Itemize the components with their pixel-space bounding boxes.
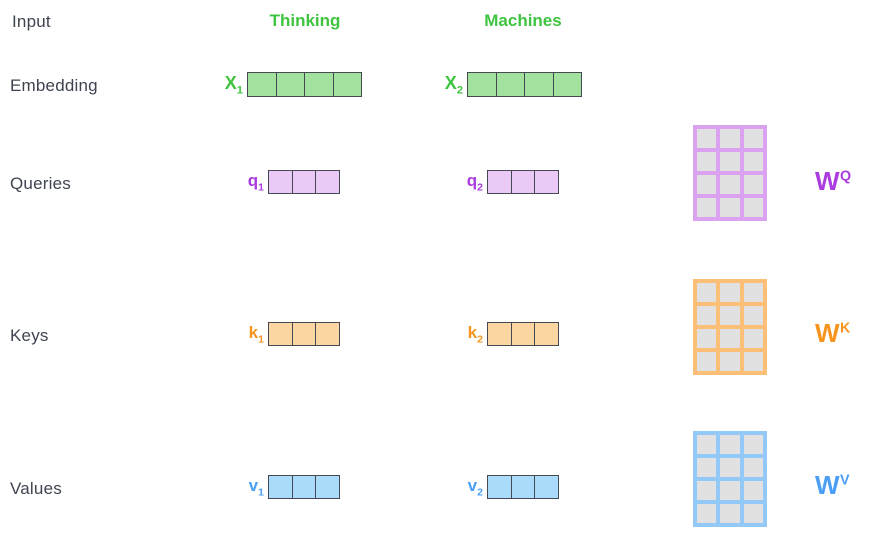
matrix-cell bbox=[743, 198, 763, 217]
weight-label-v: WV bbox=[815, 470, 851, 500]
vector-cell bbox=[535, 476, 558, 498]
matrix-cell bbox=[720, 175, 740, 194]
weight-label-q: WQ bbox=[815, 166, 852, 196]
matrix-cell bbox=[697, 458, 717, 477]
vector-k1-label: k1 bbox=[248, 322, 264, 346]
vector-cell bbox=[468, 73, 497, 96]
matrix-cell bbox=[697, 152, 717, 171]
matrix-cell bbox=[697, 129, 717, 148]
token-header-thinking: Thinking bbox=[269, 11, 341, 30]
vector-q2: q2 bbox=[437, 170, 559, 194]
weight-matrix-v bbox=[693, 431, 767, 527]
vector-cell bbox=[488, 476, 512, 498]
vector-v1: v1 bbox=[218, 475, 340, 499]
matrix-cell bbox=[720, 283, 740, 302]
row-label-embedding: Embedding bbox=[10, 76, 98, 95]
vector-cell bbox=[535, 323, 558, 345]
vector-x1-label: X1 bbox=[224, 72, 243, 97]
vector-k2-box bbox=[487, 322, 559, 346]
matrix-cell bbox=[743, 504, 763, 523]
vector-cell bbox=[511, 476, 535, 498]
row-label-queries: Queries bbox=[10, 174, 71, 193]
matrix-cell bbox=[697, 329, 717, 348]
vector-cell bbox=[269, 476, 293, 498]
matrix-cell bbox=[743, 435, 763, 454]
vector-cell bbox=[269, 323, 293, 345]
row-label-values: Values bbox=[10, 479, 62, 498]
matrix-cell bbox=[697, 481, 717, 500]
vector-cell bbox=[511, 323, 535, 345]
weight-matrix-k bbox=[693, 279, 767, 375]
weight-matrix-q bbox=[693, 125, 767, 221]
matrix-cell bbox=[743, 283, 763, 302]
matrix-cell bbox=[743, 175, 763, 194]
vector-k2: k2 bbox=[437, 322, 559, 346]
matrix-cell bbox=[720, 306, 740, 325]
row-label-input: Input bbox=[12, 12, 51, 31]
matrix-cell bbox=[743, 329, 763, 348]
vector-k2-label: k2 bbox=[467, 322, 483, 346]
matrix-cell bbox=[697, 504, 717, 523]
vector-x2-box bbox=[467, 72, 582, 97]
matrix-cell bbox=[720, 198, 740, 217]
vector-x1-box bbox=[247, 72, 362, 97]
matrix-cell bbox=[743, 152, 763, 171]
matrix-cell bbox=[743, 481, 763, 500]
row-label-keys: Keys bbox=[10, 326, 49, 345]
matrix-cell bbox=[743, 352, 763, 371]
matrix-cell bbox=[743, 306, 763, 325]
matrix-cell bbox=[720, 329, 740, 348]
vector-cell bbox=[496, 73, 525, 96]
vector-cell bbox=[553, 73, 581, 96]
matrix-cell bbox=[697, 306, 717, 325]
matrix-cell bbox=[697, 198, 717, 217]
vector-cell bbox=[292, 323, 316, 345]
matrix-cell bbox=[720, 152, 740, 171]
vector-v2: v2 bbox=[437, 475, 559, 499]
matrix-cell bbox=[697, 175, 717, 194]
vector-cell bbox=[276, 73, 305, 96]
vector-cell bbox=[292, 171, 316, 193]
matrix-cell bbox=[743, 458, 763, 477]
matrix-cell bbox=[720, 435, 740, 454]
vector-cell bbox=[316, 476, 339, 498]
matrix-cell bbox=[720, 481, 740, 500]
matrix-cell bbox=[720, 504, 740, 523]
vector-q1-box bbox=[268, 170, 340, 194]
vector-v2-box bbox=[487, 475, 559, 499]
vector-cell bbox=[488, 171, 512, 193]
vector-x2: X2 bbox=[417, 72, 582, 97]
vector-v1-label: v1 bbox=[248, 475, 264, 499]
matrix-cell bbox=[743, 129, 763, 148]
vector-q2-box bbox=[487, 170, 559, 194]
matrix-cell bbox=[720, 129, 740, 148]
vector-cell bbox=[292, 476, 316, 498]
vector-cell bbox=[488, 323, 512, 345]
vector-k1: k1 bbox=[218, 322, 340, 346]
vector-cell bbox=[535, 171, 558, 193]
vector-cell bbox=[525, 73, 554, 96]
vector-q2-label: q2 bbox=[466, 170, 483, 194]
vector-q1: q1 bbox=[218, 170, 340, 194]
vector-q1-label: q1 bbox=[247, 170, 264, 194]
vector-x2-label: X2 bbox=[444, 72, 463, 97]
token-header-machines: Machines bbox=[484, 11, 562, 30]
matrix-cell bbox=[720, 458, 740, 477]
vector-cell bbox=[316, 323, 339, 345]
vector-v2-label: v2 bbox=[467, 475, 483, 499]
vector-cell bbox=[305, 73, 334, 96]
weight-label-k: WK bbox=[815, 318, 851, 348]
matrix-cell bbox=[697, 352, 717, 371]
vector-x1: X1 bbox=[197, 72, 362, 97]
vector-cell bbox=[248, 73, 277, 96]
vector-cell bbox=[333, 73, 361, 96]
vector-cell bbox=[269, 171, 293, 193]
vector-k1-box bbox=[268, 322, 340, 346]
vector-v1-box bbox=[268, 475, 340, 499]
matrix-cell bbox=[697, 283, 717, 302]
matrix-cell bbox=[720, 352, 740, 371]
vector-cell bbox=[316, 171, 339, 193]
vector-cell bbox=[511, 171, 535, 193]
matrix-cell bbox=[697, 435, 717, 454]
